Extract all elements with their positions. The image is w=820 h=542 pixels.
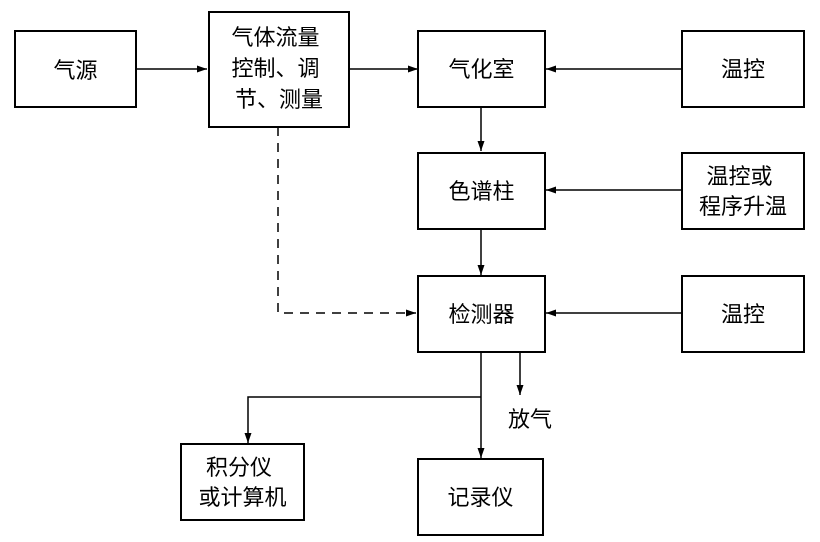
node-flow-control-label-line3: 节、测量 [235, 88, 323, 113]
svg-text:记录仪: 记录仪 [447, 486, 513, 511]
node-gas-source-label: 气源 [53, 59, 97, 84]
svg-text:温控或 程序升温: 温控或 程序升温 [699, 165, 787, 220]
svg-text:检测器: 检测器 [448, 303, 514, 328]
edge-flow-to-detector-dashed [277, 127, 416, 317]
node-flow-control-label-line2: 控制、调 [231, 57, 319, 82]
node-flow-control-label-line1: 气体流量 [231, 26, 319, 51]
node-detector: 检测器 [417, 275, 546, 353]
vent-label: 放气 [508, 408, 552, 433]
node-temp-program-label-line1: 温控或 [706, 165, 772, 190]
svg-text:气体流量 控制、调 节、测量: 气体流量 控制、调 节、测量 [231, 26, 326, 113]
svg-text:温控: 温控 [721, 58, 765, 83]
edge-detector-to-integrator [244, 396, 481, 443]
svg-text:色谱柱: 色谱柱 [448, 180, 514, 205]
node-integrator: 积分仪 或计算机 [180, 443, 305, 521]
node-recorder: 记录仪 [417, 458, 544, 536]
edges [136, 65, 682, 458]
node-temp-control-1: 温控 [681, 30, 805, 108]
node-vaporizer: 气化室 [417, 30, 546, 108]
svg-text:气化室: 气化室 [448, 58, 514, 83]
node-temp-control-2-label: 温控 [721, 303, 765, 328]
node-gas-source: 气源 [14, 30, 137, 108]
svg-text:温控: 温控 [721, 303, 765, 328]
node-vaporizer-label: 气化室 [448, 58, 514, 83]
node-column: 色谱柱 [417, 152, 546, 230]
svg-text:积分仪 或计算机: 积分仪 或计算机 [198, 456, 286, 511]
node-flow-control: 气体流量 控制、调 节、测量 [208, 11, 350, 128]
node-integrator-label-line1: 积分仪 [206, 456, 272, 481]
node-integrator-label-line2: 或计算机 [198, 486, 286, 511]
svg-text:气源: 气源 [53, 59, 97, 84]
node-temp-control-1-label: 温控 [721, 58, 765, 83]
node-recorder-label: 记录仪 [447, 486, 513, 511]
node-temp-program: 温控或 程序升温 [681, 152, 805, 230]
node-temp-control-2: 温控 [681, 275, 805, 353]
node-temp-program-label-line2: 程序升温 [699, 195, 787, 220]
node-detector-label: 检测器 [448, 303, 514, 328]
node-column-label: 色谱柱 [448, 180, 514, 205]
